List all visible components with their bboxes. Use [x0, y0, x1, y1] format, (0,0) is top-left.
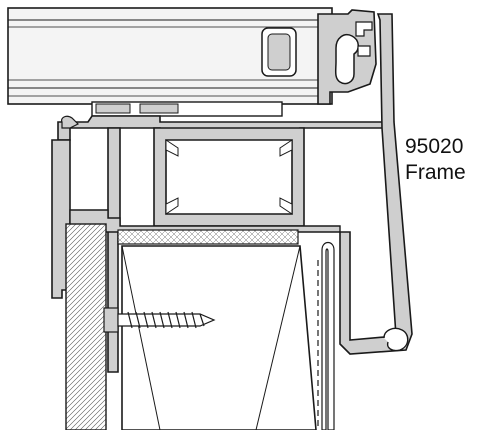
fin-seal [321, 241, 335, 430]
fixing-screw [103, 307, 216, 333]
thermal-chamber [153, 127, 305, 227]
glazed-sash-unit [7, 7, 377, 105]
frame-clip [61, 115, 80, 129]
part-callout: 95020 Frame [405, 134, 491, 186]
part-number-label: 95020 [405, 135, 464, 158]
timber-header [117, 229, 299, 245]
part-name-label: Frame [405, 161, 466, 184]
glazing-bead-strip [91, 101, 283, 117]
drip-hook [383, 327, 409, 352]
screw-thread [127, 311, 205, 329]
bead-cell [139, 103, 179, 114]
sash-spacer-core [267, 33, 291, 71]
sash-hook [355, 21, 373, 37]
frame-inner-wall [107, 127, 121, 373]
wall-plaster [65, 223, 107, 430]
timber-grain [255, 245, 301, 430]
dovetail [165, 197, 179, 215]
timber-block [121, 245, 317, 430]
bead-cell [95, 103, 131, 114]
dovetail [165, 139, 179, 157]
dovetail [279, 197, 293, 215]
seal-gasket [334, 34, 359, 85]
timber-subframe [117, 229, 335, 430]
dovetail [279, 139, 293, 157]
sash-channel [357, 45, 371, 57]
screw-shank [117, 313, 216, 327]
timber-grain [121, 245, 161, 430]
screw-head [103, 307, 119, 333]
frame-right-leg [339, 13, 413, 355]
